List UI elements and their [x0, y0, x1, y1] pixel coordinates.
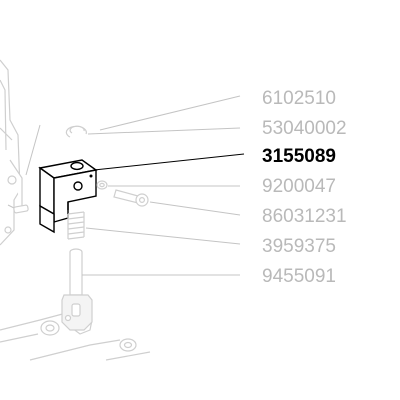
part-label-9455091: 9455091 [262, 266, 336, 287]
part-label-6102510: 6102510 [262, 88, 336, 109]
bracket-block-part [38, 159, 98, 234]
part-number-labels: 6102510 53040002 3155089 9200047 8603123… [262, 88, 347, 287]
part-label-3959375: 3959375 [262, 236, 336, 257]
washer-part [96, 180, 108, 190]
spring-part [67, 211, 85, 240]
part-label-9200047: 9200047 [262, 176, 336, 197]
frame-screw [13, 204, 29, 214]
leader-lines [82, 95, 245, 276]
part-label-86031231: 86031231 [262, 206, 347, 227]
shaft-pin-part [61, 248, 93, 331]
machine-frame-outline [0, 59, 121, 361]
circlip-part [65, 125, 87, 138]
screw-part [113, 189, 149, 207]
part-label-53040002: 53040002 [262, 118, 347, 139]
part-label-3155089: 3155089 [262, 146, 336, 167]
